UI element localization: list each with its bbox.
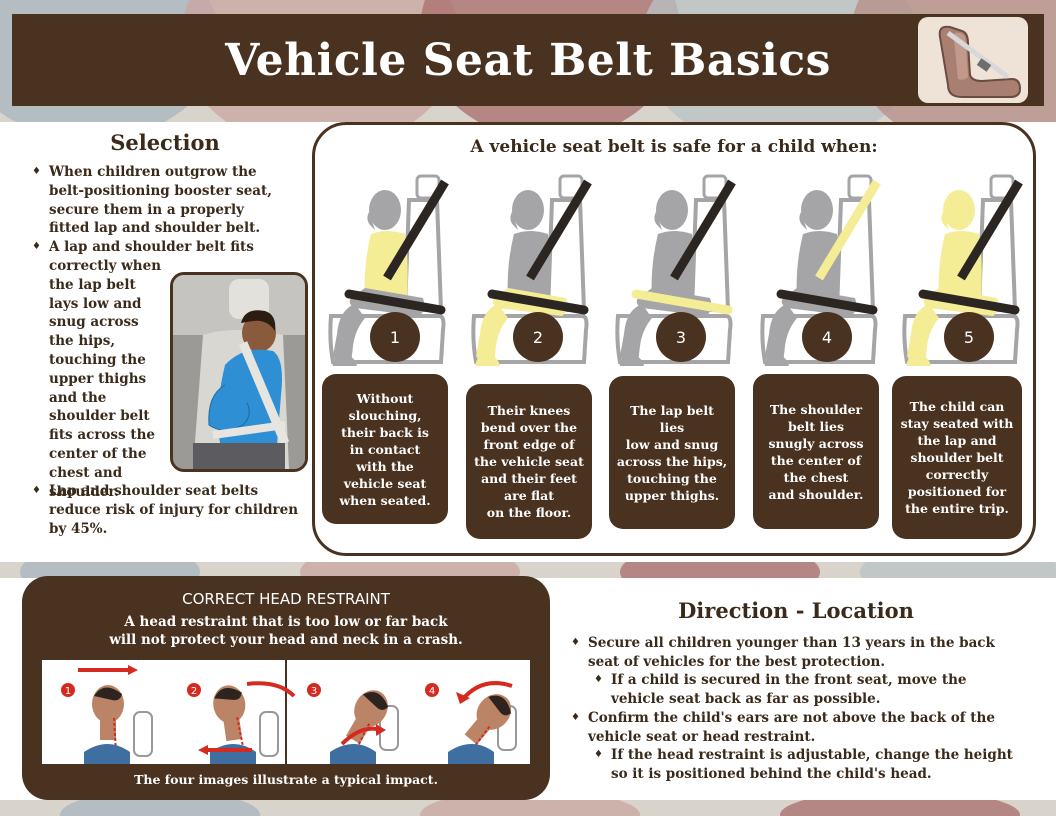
impact-arrowhead-icon xyxy=(456,692,470,704)
step-description-2: Their knees bend over the front edge of the… xyxy=(466,384,592,539)
direction-sub-bullet-1: ♦ If a child is secured in the front sea… xyxy=(594,671,1021,709)
seat-belt-figure-5 xyxy=(899,170,1039,370)
step-description-line: their back is xyxy=(341,424,429,440)
step-description-line: when seated. xyxy=(339,492,431,508)
selection-bullet-2: ♦ A lap and shoulder belt fits xyxy=(32,238,289,257)
step-description-line: lies xyxy=(659,419,685,435)
bullet-icon: ♦ xyxy=(32,166,41,177)
page-title: Vehicle Seat Belt Basics xyxy=(225,34,831,86)
step-description-line: snugly across xyxy=(768,435,864,451)
step-description-line: correctly xyxy=(925,467,989,482)
step-number-1: 1 xyxy=(370,312,420,362)
svg-text:4: 4 xyxy=(429,686,435,697)
step-number-4: 4 xyxy=(802,312,852,362)
step-number-2: 2 xyxy=(513,312,563,362)
seat-belt-figure-3 xyxy=(612,170,752,370)
seat-belt-figure-4 xyxy=(757,170,897,370)
step-description-line: The child can xyxy=(909,399,1005,414)
impact-illustration-strip: 1 2 3 xyxy=(42,660,530,764)
bullet-icon: ♦ xyxy=(594,749,603,760)
selection-bullet-1-text: When children outgrow the belt-positioni… xyxy=(49,164,272,237)
safe-panel-heading: A vehicle seat belt is safe for a child … xyxy=(470,137,878,157)
bullet-icon: ♦ xyxy=(571,637,580,648)
step-description-line: low and snug xyxy=(625,436,719,452)
step-description-line: bend over the xyxy=(480,420,578,435)
footer-band xyxy=(0,800,1056,816)
step-description-line: The shoulder xyxy=(769,401,863,417)
step-description-line: and their feet xyxy=(481,471,577,486)
direction-sub-bullet-2-text: If the head restraint is adjustable, cha… xyxy=(611,747,1013,782)
direction-bullet-2: ♦ Confirm the child's ears are not above… xyxy=(571,709,1028,747)
car-seat-icon xyxy=(918,17,1028,103)
step-description-line: Without xyxy=(356,390,414,406)
selection-bullet-3-text: Lap and shoulder seat belts reduce risk … xyxy=(49,483,299,537)
impact-arrowhead-icon xyxy=(376,724,386,736)
step-description-line: on the floor. xyxy=(486,505,572,520)
direction-bullet-1: ♦ Secure all children younger than 13 ye… xyxy=(571,634,1028,672)
seat-belt-figure-1 xyxy=(325,170,465,370)
impact-arrowhead-icon xyxy=(128,665,138,675)
impact-frame-2: 2 xyxy=(187,683,279,764)
step-description-line: front edge of xyxy=(483,437,575,452)
header-bar xyxy=(12,14,1044,106)
selection-bullet-2-continued: correctly when the lap belt lays low and… xyxy=(49,258,162,500)
step-number-5: 5 xyxy=(944,312,994,362)
impact-arrowhead-icon xyxy=(198,745,208,755)
head-restraint-subtitle-line-1: A head restraint that is too low or far … xyxy=(124,614,448,630)
bullet-icon: ♦ xyxy=(571,712,580,723)
selection-bullet-3: ♦ Lap and shoulder seat belts reduce ris… xyxy=(32,482,299,538)
step-description-line: across the hips, xyxy=(616,453,728,469)
direction-location-heading: Direction - Location xyxy=(678,598,914,623)
step-description-line: the entire trip. xyxy=(905,501,1009,516)
step-description-line: are flat xyxy=(504,488,554,503)
step-description-line: stay seated with xyxy=(900,416,1014,431)
direction-sub-bullet-2: ♦ If the head restraint is adjustable, c… xyxy=(594,746,1021,784)
direction-bullet-1-text: Secure all children younger than 13 year… xyxy=(588,635,995,670)
step-description-line: and shoulder. xyxy=(768,486,864,502)
direction-sub-bullet-1-text: If a child is secured in the front seat,… xyxy=(611,672,967,707)
step-description-line: positioned for xyxy=(907,484,1007,499)
bullet-icon: ♦ xyxy=(594,674,603,685)
impact-frame-4: 4 xyxy=(425,683,517,764)
impact-arrow-icon xyxy=(246,681,296,698)
svg-text:2: 2 xyxy=(191,686,197,697)
seat-belt-figure-2 xyxy=(468,170,608,370)
head-restraint-title: CORRECT HEAD RESTRAINT xyxy=(182,590,390,608)
step-description-line: the center of xyxy=(770,452,862,468)
step-description-line: shoulder belt xyxy=(910,450,1004,465)
svg-text:1: 1 xyxy=(65,686,71,697)
head-restraint-caption: The four images illustrate a typical imp… xyxy=(134,772,438,787)
bullet-icon: ♦ xyxy=(32,241,41,252)
selection-bullet-1: ♦ When children outgrow the belt-positio… xyxy=(32,163,289,238)
head-restraint-subtitle: A head restraint that is too low or far … xyxy=(62,613,510,649)
step-description-line: the lap and xyxy=(917,433,997,448)
divider-band xyxy=(0,562,1056,578)
selection-bullet-2-text: A lap and shoulder belt fits xyxy=(49,239,254,255)
step-description-line: belt lies xyxy=(787,418,845,434)
impact-frame-1: 1 xyxy=(61,683,153,764)
step-description-line: the vehicle seat xyxy=(474,454,584,469)
step-description-line: vehicle seat xyxy=(343,475,427,491)
step-description-line: upper thighs. xyxy=(624,487,720,503)
step-description-line: slouching, xyxy=(348,407,422,423)
head-restraint-subtitle-line-2: will not protect your head and neck in a… xyxy=(109,632,463,648)
selection-heading: Selection xyxy=(110,130,220,155)
impact-frame-3: 3 xyxy=(307,683,399,764)
direction-bullet-2-text: Confirm the child's ears are not above t… xyxy=(588,710,995,745)
step-description-line: the chest xyxy=(783,469,849,485)
svg-text:3: 3 xyxy=(311,686,317,697)
child-in-seat-belt-photo xyxy=(170,272,308,472)
step-description-line: in contact xyxy=(349,441,421,457)
bullet-icon: ♦ xyxy=(32,485,41,496)
step-description-5: The child can stay seated with the lap and… xyxy=(892,376,1022,539)
step-description-line: with the xyxy=(356,458,414,474)
step-description-line: The lap belt xyxy=(630,402,714,418)
step-number-3: 3 xyxy=(656,312,706,362)
step-description-line: touching the xyxy=(627,470,717,486)
step-description-line: Their knees xyxy=(487,403,571,418)
